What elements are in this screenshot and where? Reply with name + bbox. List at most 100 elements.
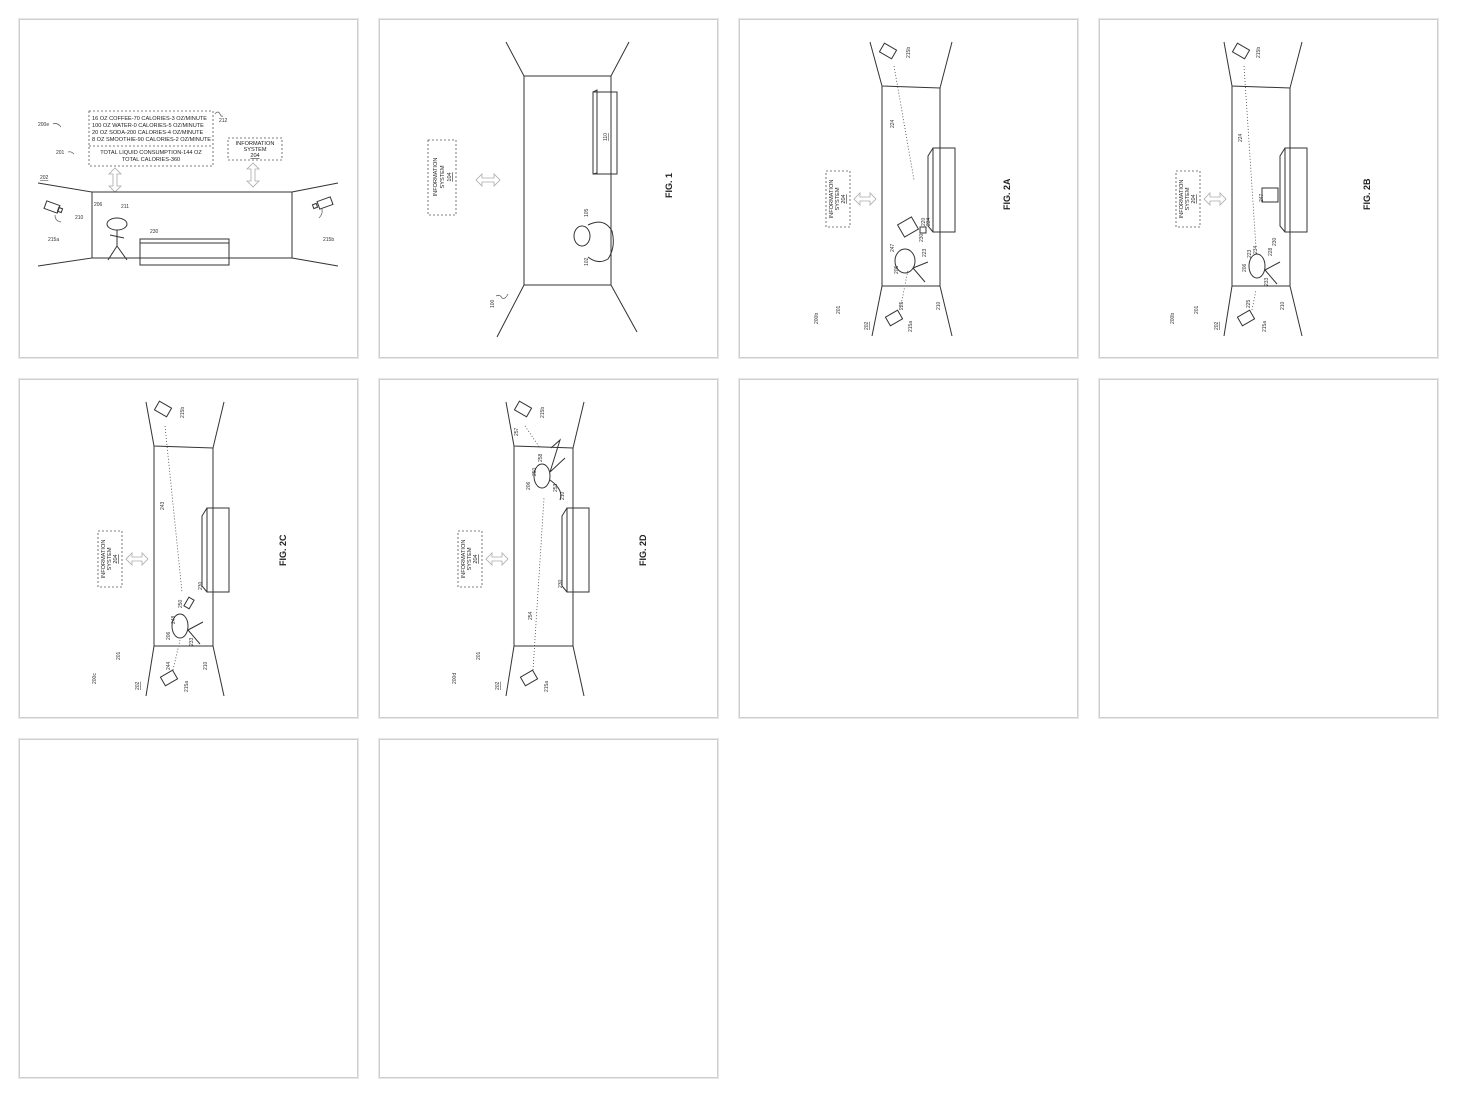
ref-person: 210 xyxy=(75,215,84,221)
ref-beam-a: 254 xyxy=(528,611,534,620)
camera-icon: 215a xyxy=(159,669,190,692)
ref-beam-a: 244 xyxy=(166,661,172,670)
ref-container: 247 xyxy=(1259,193,1265,202)
ref-cup: 258 xyxy=(538,453,544,462)
figure-label: FIG. 1 xyxy=(664,173,674,198)
ref-camera-b: 215b xyxy=(906,47,912,58)
table: 110 xyxy=(592,89,618,175)
total-liquid: TOTAL LIQUID CONSUMPTION-144 OZ xyxy=(100,150,202,156)
ref-room: 201 xyxy=(836,305,842,314)
ref-camera-a: 215a xyxy=(544,681,550,692)
double-arrow-icon xyxy=(853,192,877,206)
ref-person: 210 xyxy=(203,661,209,670)
ref-person: 210 xyxy=(560,491,566,500)
ref-camera-a: 215a xyxy=(48,237,59,243)
ref-cup-2: 234 xyxy=(926,217,932,226)
information-system-box: INFORMATION SYSTEM 204 xyxy=(457,530,483,588)
page-thumbnail-6[interactable]: 215b 215a 257 254 230 206 250 258 253 21… xyxy=(379,379,718,718)
camera-icon: 215a xyxy=(43,200,64,243)
info-line-2: SYSTEM xyxy=(243,147,266,153)
info-line-2: SYSTEM xyxy=(107,547,113,570)
double-arrow-icon xyxy=(475,173,501,187)
person-head xyxy=(1248,253,1266,279)
ref-head: 206 xyxy=(526,481,532,490)
ref-beam-a: 225 xyxy=(1246,299,1252,308)
info-line-1: INFORMATION xyxy=(461,540,467,579)
page-thumbnail-8[interactable] xyxy=(1099,379,1438,718)
double-arrow-icon xyxy=(1203,192,1227,206)
ref-overall: 200b xyxy=(1170,313,1176,324)
ref-camera-b: 215b xyxy=(323,237,334,243)
ref-head: 205 xyxy=(894,265,900,274)
info-line-2: SYSTEM xyxy=(835,187,841,210)
ref-pointer: 223 xyxy=(922,248,928,257)
ref-room: 201 xyxy=(116,651,122,660)
info-ref: 204 xyxy=(841,194,847,203)
info-ref: 204 xyxy=(113,554,119,563)
cup xyxy=(183,596,195,610)
figure-label: FIG. 2D xyxy=(638,534,648,566)
page-thumbnail-3[interactable]: 215b 215a 224 225 247 205 220 234 230 22… xyxy=(739,19,1078,358)
patent-drawing-fig-2b: 215b 215a 224 225 247 206 223 234 228 23… xyxy=(1170,41,1372,337)
patent-drawing-front-view: 200e 201 202 16 OZ COFFEE-70 CALORIES-3 … xyxy=(37,110,339,267)
ref-container: 247 xyxy=(890,243,896,252)
person-head xyxy=(171,613,189,639)
page-thumbnail-7[interactable] xyxy=(739,379,1078,718)
consumption-summary-box: 16 OZ COFFEE-70 CALORIES-3 OZ/MINUTE 100… xyxy=(88,110,228,167)
table: 230 xyxy=(198,507,230,593)
person-head xyxy=(533,463,551,489)
info-ref: 104 xyxy=(447,172,453,181)
ref-camera-a: 215a xyxy=(908,321,914,332)
ref-room: 201 xyxy=(1194,305,1200,314)
ref-mouth: 253 xyxy=(553,483,559,492)
ref-camera-a: 215a xyxy=(1262,321,1268,332)
ref-table: 230 xyxy=(150,229,159,235)
ref-beam-b: 224 xyxy=(1238,133,1244,142)
information-system-box: INFORMATION SYSTEM 204 xyxy=(1175,170,1201,228)
camera-icon: 215b xyxy=(311,196,334,243)
information-system-box: INFORMATION SYSTEM 104 xyxy=(427,139,457,216)
consumption-line-3: 20 OZ SODA-200 CALORIES-4 OZ/MINUTE xyxy=(92,130,204,136)
ref-wall: 202 xyxy=(1214,321,1220,330)
ref-beam-a: 225 xyxy=(899,301,905,310)
information-system-box: INFORMATION SYSTEM 204 xyxy=(227,137,283,161)
ref-table: 230 xyxy=(558,579,564,588)
ref-wall: 202 xyxy=(135,681,141,690)
page-thumbnail-5[interactable]: 215b 215a 243 244 230 206 248 250 233 21… xyxy=(19,379,358,718)
ref-cup: 228 xyxy=(1268,247,1274,256)
ref-wall: 202 xyxy=(495,681,501,690)
ref-overall: 200c xyxy=(92,673,98,684)
info-line-2: SYSTEM xyxy=(467,547,473,570)
ref-person: 210 xyxy=(936,301,942,310)
page-thumbnail-1[interactable]: 200e 201 202 16 OZ COFFEE-70 CALORIES-3 … xyxy=(19,19,358,358)
ref-overall: 200e xyxy=(38,122,49,128)
double-arrow-icon xyxy=(246,162,260,188)
ref-wall: 202 xyxy=(864,321,870,330)
page-thumbnail-10[interactable] xyxy=(379,739,718,1078)
figure-label: FIG. 2A xyxy=(1002,178,1012,210)
ref-table: 110 xyxy=(603,133,609,141)
ref-person: 102 xyxy=(584,257,590,266)
info-line-1: INFORMATION xyxy=(1179,180,1185,219)
ref-cup: 250 xyxy=(178,599,184,608)
cup xyxy=(919,226,927,234)
ref-head: 206 xyxy=(94,202,103,208)
ref-device: 105 xyxy=(584,208,590,217)
patent-drawing-fig-1: 110 INFORMATION SYSTEM 104 105 102 100 F… xyxy=(427,41,674,338)
ref-person: 210 xyxy=(1280,301,1286,310)
ref-beam-b: 243 xyxy=(160,501,166,510)
page-thumbnail-9[interactable] xyxy=(19,739,358,1078)
info-line-2: SYSTEM xyxy=(440,165,446,188)
info-line-1: INFORMATION xyxy=(101,540,107,579)
ref-room: 201 xyxy=(56,150,65,156)
page-thumbnail-2[interactable]: 110 INFORMATION SYSTEM 104 105 102 100 F… xyxy=(379,19,718,358)
figure-label: FIG. 2B xyxy=(1362,178,1372,210)
ref-hand: 250 xyxy=(532,467,538,476)
patent-drawing-fig-2d: 215b 215a 257 254 230 206 250 258 253 21… xyxy=(452,400,648,697)
ref-overall: 200d xyxy=(452,673,458,684)
ref-mouth: 233 xyxy=(1264,277,1270,286)
page-thumbnail-4[interactable]: 215b 215a 224 225 247 206 223 234 228 23… xyxy=(1099,19,1438,358)
ref-table: 230 xyxy=(919,233,925,242)
info-ref: 204 xyxy=(250,153,259,159)
ref-camera-b: 215b xyxy=(540,407,546,418)
